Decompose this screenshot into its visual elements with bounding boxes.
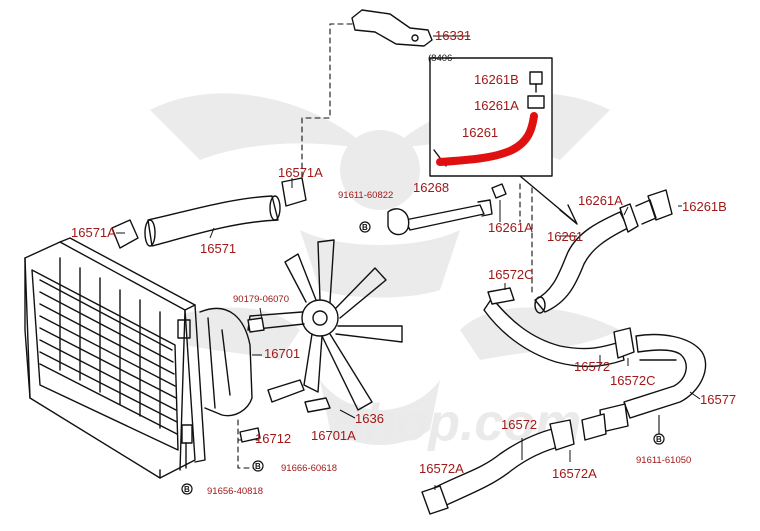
brackets (239, 317, 331, 443)
label-91656-40818: 91656-40818 (207, 486, 263, 497)
label-16701: 16701 (264, 346, 301, 361)
label-16261-top: 16261 (462, 125, 499, 140)
fan-shroud (199, 307, 253, 417)
label-16571A-left: 16571A (71, 225, 116, 240)
label-leaders (116, 35, 701, 490)
lower-hose-upper (483, 287, 635, 368)
bypass-pipe (387, 183, 507, 236)
label-16331: 16331 (435, 28, 472, 43)
upper-hose (111, 177, 307, 249)
label-16261A-mid: 16261A (488, 220, 533, 235)
label-91611-60822: 91611-60822 (338, 190, 394, 201)
lower-hose-16577 (581, 333, 707, 441)
svg-text:B: B (184, 485, 190, 494)
label-16572A-left: 16572A (419, 461, 464, 476)
heater-hose-right (534, 189, 673, 314)
label-16572A-mid: 16572A (552, 466, 597, 481)
highlighted-hose-16261 (436, 112, 538, 166)
water-outlet (351, 9, 433, 47)
label-16572: 16572 (574, 359, 611, 374)
label-91611-61050: 91611-61050 (636, 455, 692, 466)
label-16261B-right: 16261B (682, 199, 727, 214)
label-16571A-upper: 16571A (278, 165, 323, 180)
svg-text:B: B (656, 435, 662, 444)
label-90179-06070: 90179-06070 (233, 294, 289, 305)
label-16572-lower: 16572 (501, 417, 538, 432)
bolt-icon (252, 460, 264, 472)
label-16571: 16571 (200, 241, 237, 256)
label-16261-mid: 16261 (547, 229, 584, 244)
label-16577: 16577 (700, 392, 737, 407)
lower-hose-lower (421, 419, 575, 515)
bolt-icon (181, 483, 193, 495)
label-16261B-top: 16261B (474, 72, 519, 87)
label-91666-60618: 91666-60618 (281, 463, 337, 474)
label-16701A: 16701A (311, 428, 356, 443)
label-16572C-upper: 16572C (488, 267, 534, 282)
svg-text:B: B (362, 223, 368, 232)
radiator (24, 237, 206, 479)
label-16712: 16712 (255, 431, 292, 446)
inset-code: (8406- (428, 53, 456, 64)
bolt-markers: B B B B (181, 221, 665, 495)
label-16261A-right: 16261A (578, 193, 623, 208)
bolt-icon (359, 221, 371, 233)
label-16268: 16268 (413, 180, 450, 195)
label-16572C-lower: 16572C (610, 373, 656, 388)
label-16261A-top: 16261A (474, 98, 519, 113)
label-1636: 1636 (355, 411, 384, 426)
svg-text:B: B (255, 462, 261, 471)
cooling-fan (247, 239, 403, 411)
